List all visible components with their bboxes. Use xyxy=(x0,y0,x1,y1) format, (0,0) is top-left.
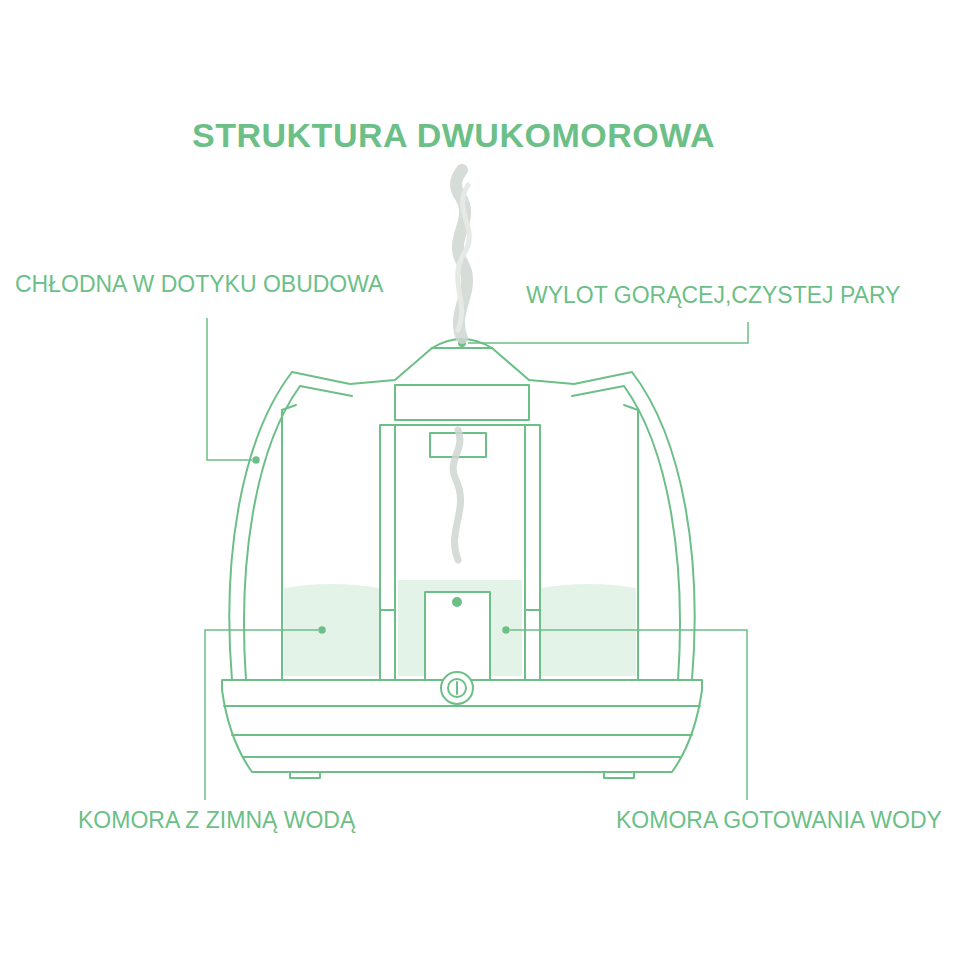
callout-label: KOMORA GOTOWANIA WODY xyxy=(616,808,942,833)
leader-dot xyxy=(253,457,259,463)
leader-line xyxy=(510,630,747,800)
leader-line xyxy=(205,630,318,800)
housing-inner-left xyxy=(244,386,352,680)
feet xyxy=(290,772,634,778)
tank-wall xyxy=(282,410,638,680)
callout-label: CHŁODNA W DOTYKU OBUDOWA xyxy=(15,272,383,297)
steam-wisp xyxy=(458,185,470,330)
housing-inner-right xyxy=(572,386,680,680)
callout-label: KOMORA Z ZIMNĄ WODĄ xyxy=(78,808,355,833)
leader-dot xyxy=(319,627,325,633)
callout-label: WYLOT GORĄCEJ,CZYSTEJ PARY xyxy=(526,283,900,308)
heater-block xyxy=(425,592,490,680)
leader-line xyxy=(468,322,748,343)
nozzle-rim xyxy=(432,347,492,349)
heater-dot xyxy=(452,597,462,607)
tank-rim xyxy=(282,405,638,410)
cap xyxy=(395,385,529,420)
title: STRUKTURA DWUKOMOROWA xyxy=(192,117,715,154)
leader-line xyxy=(207,318,252,460)
knob-slit xyxy=(456,682,458,694)
knob xyxy=(441,672,473,704)
knob-inner xyxy=(448,679,466,697)
base-lines xyxy=(224,706,700,757)
steam-inner xyxy=(453,430,460,560)
housing-outline xyxy=(229,339,694,680)
boiling-chamber xyxy=(380,425,540,680)
leader-dot xyxy=(503,627,509,633)
